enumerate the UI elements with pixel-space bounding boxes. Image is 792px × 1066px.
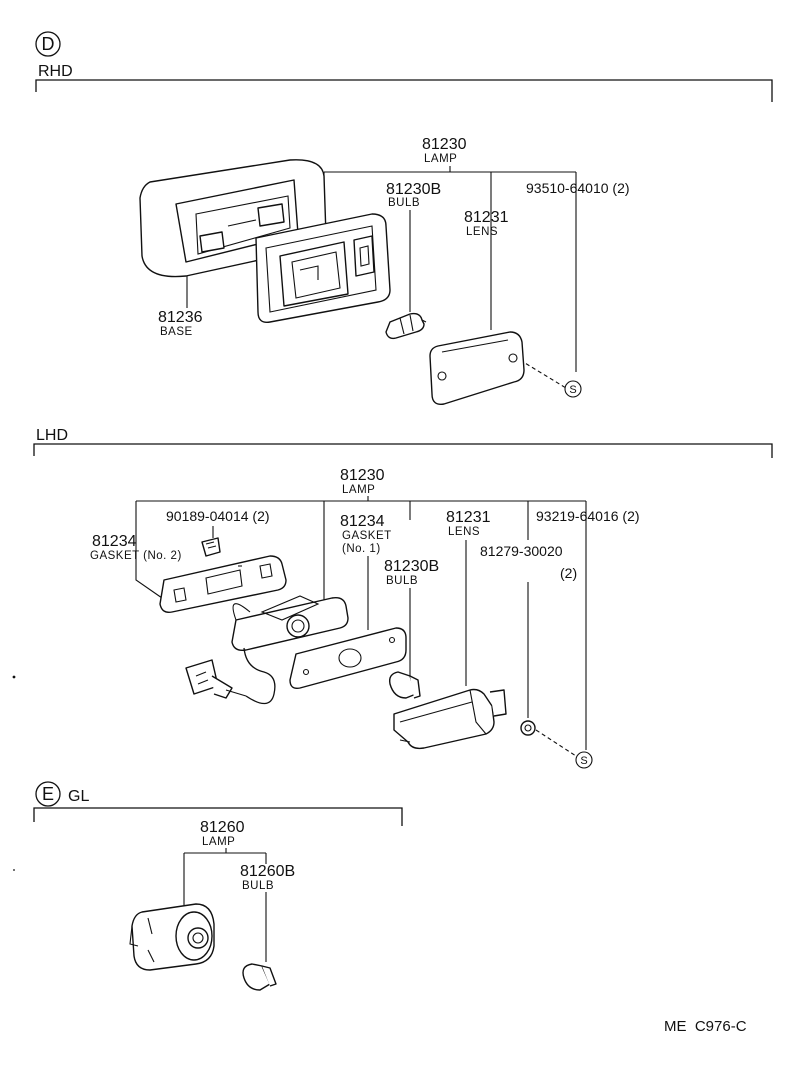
section-e-marker-circle (35, 781, 61, 807)
lhd-washer-qty: (2) (560, 565, 577, 581)
rhd-base-name: BASE (160, 326, 193, 338)
lhd-clip-number: 90189-04014 (2) (166, 508, 270, 524)
lhd-washer-number: 81279-30020 (480, 543, 563, 559)
gl-bulb-part (242, 963, 277, 991)
rhd-lens-number: 81231 (464, 209, 509, 226)
lhd-lens-part (393, 688, 507, 750)
lhd-lens-name: LENS (448, 526, 480, 538)
rhd-base-number: 81236 (158, 309, 203, 326)
rhd-bulb-number: 81230B (386, 181, 441, 198)
gl-lamp-name: LAMP (202, 836, 235, 848)
rhd-lens-name: LENS (466, 226, 498, 238)
lhd-clip-part (201, 537, 221, 557)
gl-bracket (33, 807, 403, 826)
section-e-marker: E (42, 784, 54, 804)
rhd-lamp-housing (255, 213, 391, 323)
lhd-bulb-part (388, 671, 421, 699)
lhd-gasket2-part (159, 555, 287, 614)
lhd-lamp-body (185, 595, 349, 705)
section-d-marker-circle (35, 31, 61, 57)
diagram-code: ME C976-C (664, 1018, 747, 1035)
lhd-gasket1-part (289, 627, 407, 690)
section-d-title: RHD (38, 63, 73, 80)
lhd-gasket1-sub: (No. 1) (342, 543, 381, 555)
lhd-bulb-name: BULB (386, 575, 418, 587)
lhd-gasket2-number: 81234 (92, 533, 137, 550)
gl-bulb-number: 81260B (240, 863, 295, 880)
lhd-leader-lines (135, 496, 587, 757)
rhd-lamp-name: LAMP (424, 153, 457, 165)
gl-leader-lines (183, 848, 267, 962)
section-e-title: GL (68, 788, 89, 805)
lhd-lamp-name: LAMP (342, 484, 375, 496)
lhd-bulb-number: 81230B (384, 558, 439, 575)
rhd-bulb-part (385, 312, 427, 340)
section-lhd-header: LHD (33, 427, 773, 458)
section-d-header: D RHD (35, 31, 773, 102)
lhd-washer-part (520, 720, 536, 736)
rhd-lens-part (429, 331, 525, 405)
gl-lamp-number: 81260 (200, 819, 245, 836)
lhd-gasket1-name: GASKET (342, 530, 392, 542)
section-lhd-title: LHD (36, 427, 68, 444)
lhd-lamp-number: 81230 (340, 467, 385, 484)
lhd-bracket (33, 443, 773, 458)
section-d-marker: D (42, 34, 55, 54)
lhd-screw-number: 93219-64016 (2) (536, 508, 640, 524)
rhd-screw-mark: S (569, 384, 576, 396)
lhd-screw-symbol: S (575, 751, 593, 769)
lhd-gasket1-number: 81234 (340, 513, 385, 530)
rhd-lamp-number: 81230 (422, 136, 467, 153)
speck-mark (13, 869, 15, 871)
rhd-bracket (35, 79, 773, 102)
speck-mark (12, 675, 16, 679)
rhd-screw-number: 93510-64010 (2) (526, 180, 630, 196)
lhd-lens-number: 81231 (446, 509, 491, 526)
lhd-screw-mark: S (580, 755, 587, 767)
rhd-bulb-name: BULB (388, 197, 420, 209)
section-e-header: E GL (33, 781, 403, 826)
gl-bulb-name: BULB (242, 880, 274, 892)
rhd-screw-symbol: S (564, 380, 582, 398)
gl-lamp-part (129, 903, 215, 971)
